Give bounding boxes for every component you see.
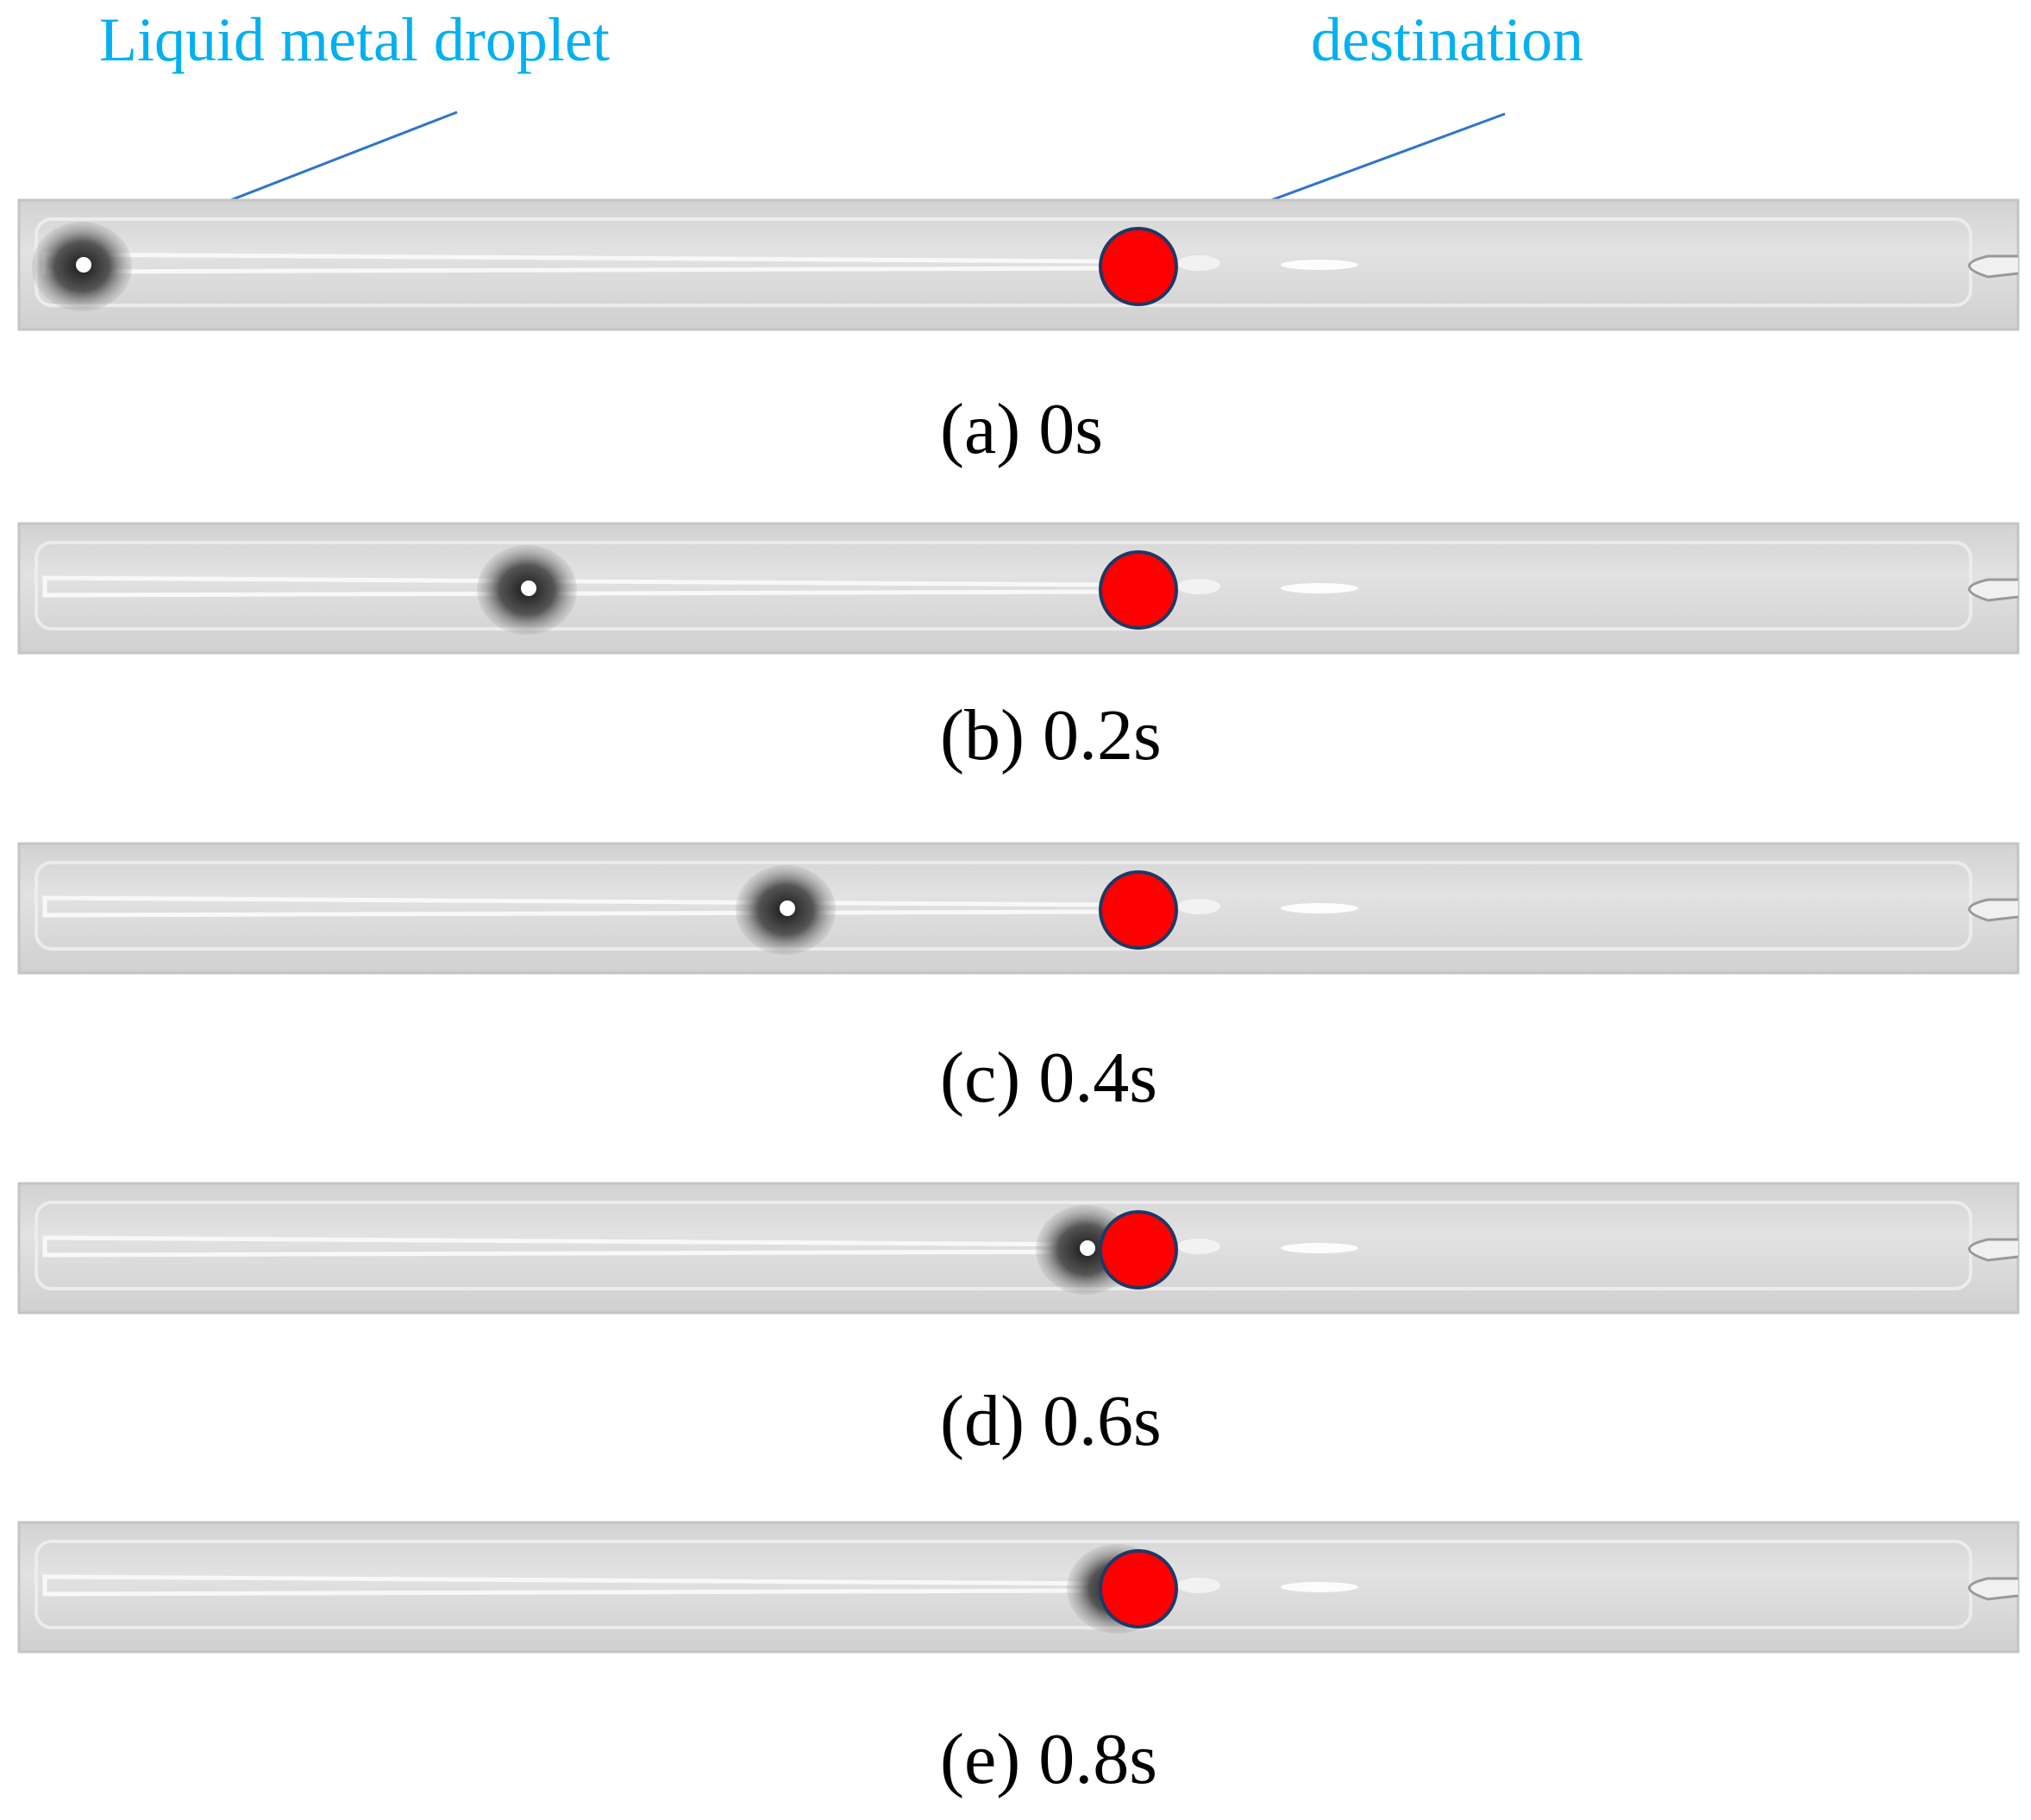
frame-caption: (a) 0s [940,389,1103,469]
channel-reflection [1281,1243,1358,1253]
channel-outlet [1968,898,2019,922]
channel-reflection [1177,1578,1220,1593]
channel-strip [17,198,2020,331]
channel-reflection [1281,260,1358,270]
frame-caption: (b) 0.2s [940,695,1162,775]
destination-marker [1099,870,1178,950]
frame-caption: (e) 0.8s [940,1719,1157,1799]
droplet-glint [76,257,91,273]
frame-caption: (d) 0.6s [940,1381,1162,1461]
frame-e: (e) 0.8s [17,1521,2020,1799]
destination-marker [1099,1210,1178,1290]
destination-marker [1099,1549,1178,1629]
destination-marker [1099,550,1178,630]
droplet-glint [1080,1240,1095,1256]
droplet-glint [780,901,795,916]
frame-caption: (c) 0.4s [940,1038,1157,1118]
channel-reflection [1281,903,1358,913]
channel-reflection [1177,899,1220,914]
frame-b: (b) 0.2s [17,522,2020,775]
frames-layer: (a) 0s (b) 0.2s (c) 0.4s (d) 0.6s (e) 0.8s [17,198,2020,1799]
channel-reflection [1177,255,1220,271]
channel-outlet [1968,254,2019,279]
channel-reflection [1177,1239,1220,1254]
frame-d: (d) 0.6s [17,1182,2020,1461]
frame-a: (a) 0s [17,198,2020,469]
channel-outlet [1968,1577,2019,1601]
channel-reflection [1177,579,1220,594]
destination-annotation-label: destination [1311,5,1583,74]
channel-strip [17,842,2020,975]
channel-reflection [1281,1582,1358,1592]
destination-marker [1099,227,1178,306]
channel-reflection [1281,583,1358,593]
droplet-annotation-label: Liquid metal droplet [99,5,610,74]
channel-outlet [1968,578,2019,602]
droplet-glint [521,581,536,596]
frame-c: (c) 0.4s [17,842,2020,1118]
channel-outlet [1968,1238,2019,1262]
